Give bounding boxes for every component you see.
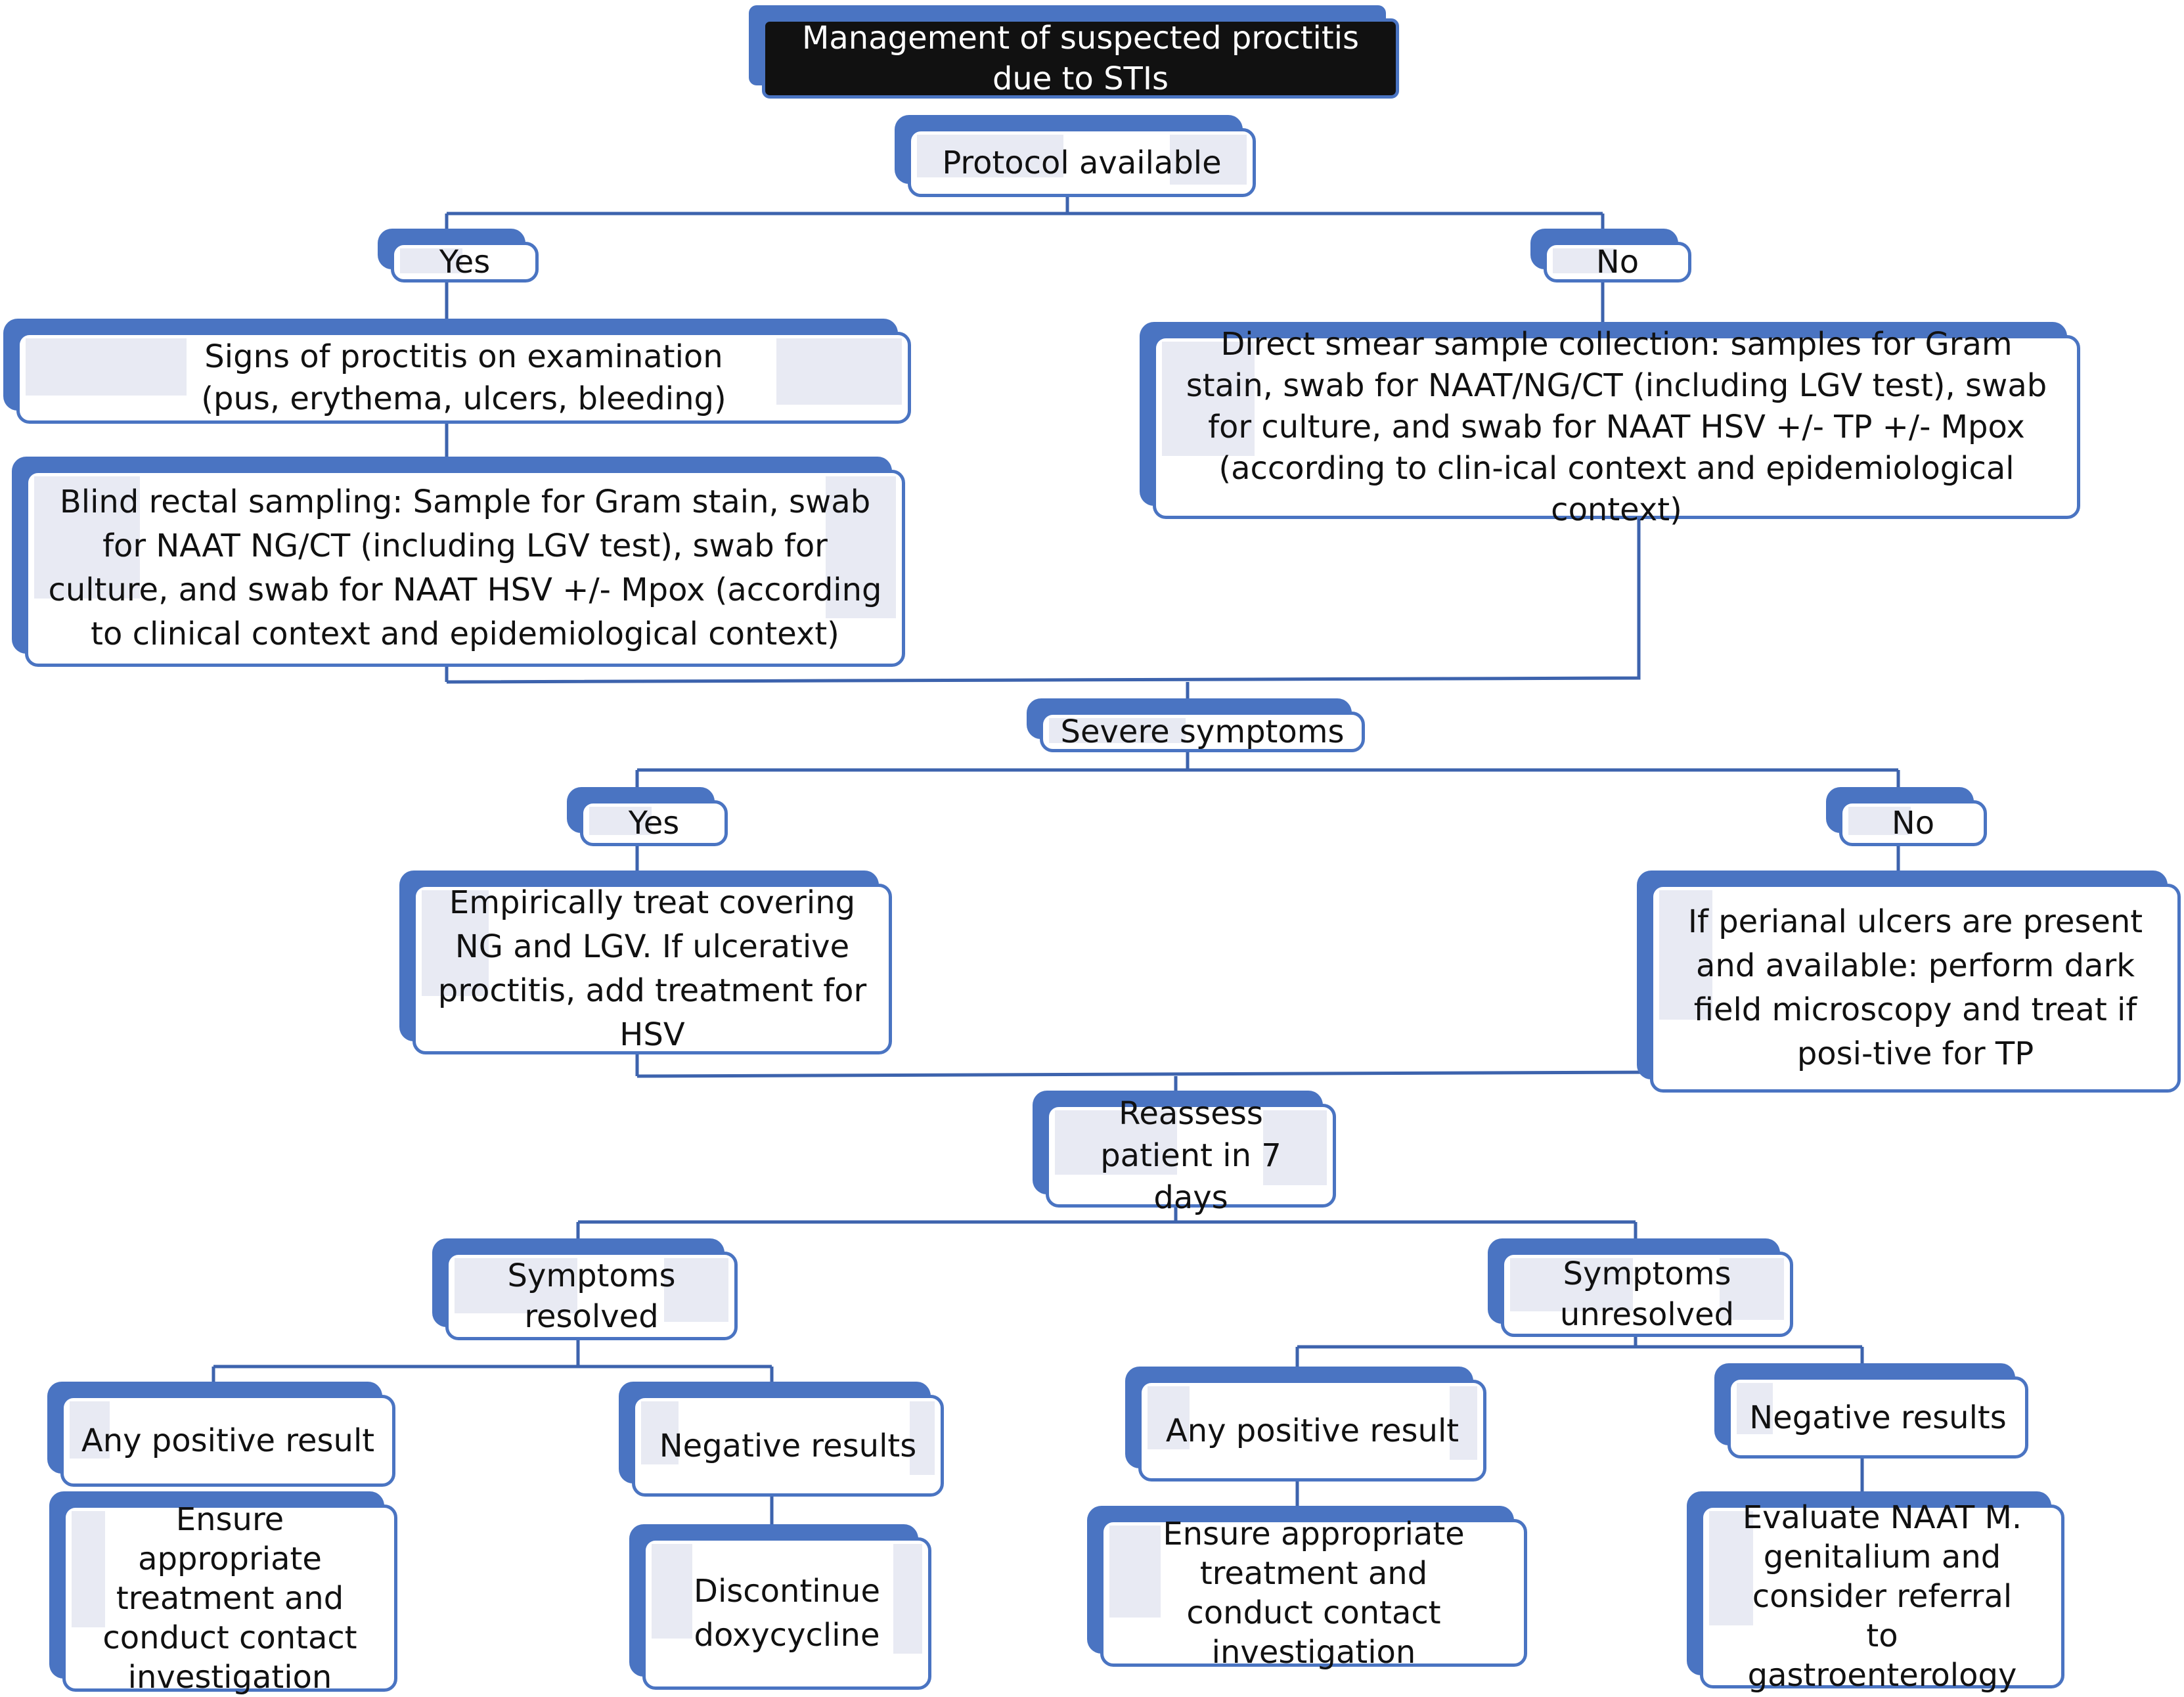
node-unresolved-positive-action-text: Ensure appropriate treatment and conduct…: [1163, 1515, 1465, 1671]
node-blind-rectal-sampling-text: Blind rectal sampling: Sample for Gram s…: [48, 484, 882, 652]
node-resolved-positive: Any positive result: [47, 1382, 395, 1487]
node-symptoms-resolved-text: Symptoms resolved: [507, 1257, 676, 1335]
node-severe-no: No: [1826, 787, 1987, 846]
node-direct-smear-collection-text: Direct smear sample collection: samples …: [1186, 325, 2047, 528]
node-unresolved-positive-action: Ensure appropriate treatment and conduct…: [1087, 1506, 1527, 1671]
node-reassess-text: Reassess patient in 7 days: [1100, 1095, 1281, 1216]
node-unresolved-negative-action: Evaluate NAAT M. genitalium and consider…: [1687, 1491, 2064, 1694]
node-symptoms-unresolved: Symptoms unresolved: [1488, 1238, 1793, 1337]
diagram-title: Management of suspected proctitis due to…: [801, 20, 1360, 97]
node-resolved-negative-text: Negative results: [659, 1427, 917, 1464]
title-box: Management of suspected proctitis due to…: [749, 5, 1399, 99]
node-reassess: Reassess patient in 7 days: [1033, 1091, 1336, 1216]
node-perianal-ulcers-text: If perianal ulcers are present and avail…: [1687, 903, 2143, 1072]
node-perianal-ulcers: If perianal ulcers are present and avail…: [1637, 871, 2181, 1093]
node-symptoms-unresolved-text: Symptoms unresolved: [1559, 1256, 1735, 1333]
node-symptoms-resolved: Symptoms resolved: [432, 1238, 738, 1340]
node-resolved-positive-text: Any positive result: [81, 1422, 375, 1459]
node-resolved-negative-action: Discontinue doxycycline: [629, 1524, 931, 1690]
node-blind-rectal-sampling: Blind rectal sampling: Sample for Gram s…: [12, 457, 905, 667]
node-protocol-no-text: No: [1595, 244, 1639, 281]
node-protocol-available: Protocol available: [895, 115, 1256, 197]
node-direct-smear-collection: Direct smear sample collection: samples …: [1140, 322, 2080, 528]
node-resolved-positive-action: Ensure appropriate treatment and conduct…: [49, 1491, 397, 1696]
node-resolved-positive-action-text: Ensure appropriate treatment and conduct…: [102, 1501, 357, 1696]
node-unresolved-negative: Negative results: [1714, 1363, 2028, 1459]
node-severe-yes-text: Yes: [628, 805, 680, 842]
node-protocol-yes-text: Yes: [439, 244, 491, 281]
node-protocol-no: No: [1530, 229, 1691, 283]
node-signs-of-proctitis-text: Signs of proctitis on examination (pus, …: [201, 338, 726, 417]
node-empiric-treatment: Empirically treat covering NG and LGV. I…: [399, 871, 892, 1054]
node-signs-of-proctitis: Signs of proctitis on examination (pus, …: [3, 319, 911, 424]
node-severe-no-text: No: [1891, 805, 1935, 842]
node-unresolved-negative-action-text: Evaluate NAAT M. genitalium and consider…: [1742, 1499, 2022, 1694]
node-unresolved-positive: Any positive result: [1125, 1367, 1486, 1482]
node-severe-symptoms: Severe symptoms: [1027, 698, 1365, 752]
node-severe-symptoms-text: Severe symptoms: [1060, 713, 1345, 750]
node-resolved-negative: Negative results: [619, 1382, 944, 1497]
node-unresolved-negative-text: Negative results: [1749, 1399, 2007, 1436]
node-resolved-negative-action-text: Discontinue doxycycline: [693, 1573, 880, 1654]
node-protocol-yes: Yes: [378, 229, 539, 283]
node-protocol-available-text: Protocol available: [942, 144, 1222, 181]
node-severe-yes: Yes: [567, 787, 728, 846]
node-unresolved-positive-text: Any positive result: [1165, 1412, 1460, 1449]
node-empiric-treatment-text: Empirically treat covering NG and LGV. I…: [437, 884, 867, 1053]
